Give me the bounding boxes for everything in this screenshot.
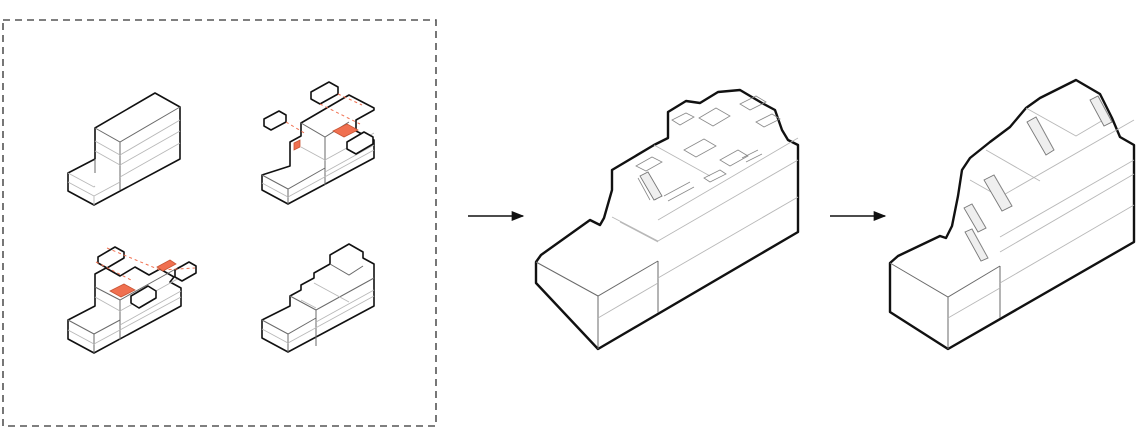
massing-base-icon bbox=[67, 92, 181, 206]
massing-lifted-volumes-icon bbox=[261, 81, 375, 205]
building-with-furniture-icon bbox=[534, 88, 800, 351]
process-box-frame bbox=[2, 19, 437, 427]
massing-shifted-volumes-icon bbox=[67, 246, 197, 354]
building-with-stairs-icon bbox=[888, 78, 1136, 351]
massing-stepped-icon bbox=[261, 243, 375, 353]
